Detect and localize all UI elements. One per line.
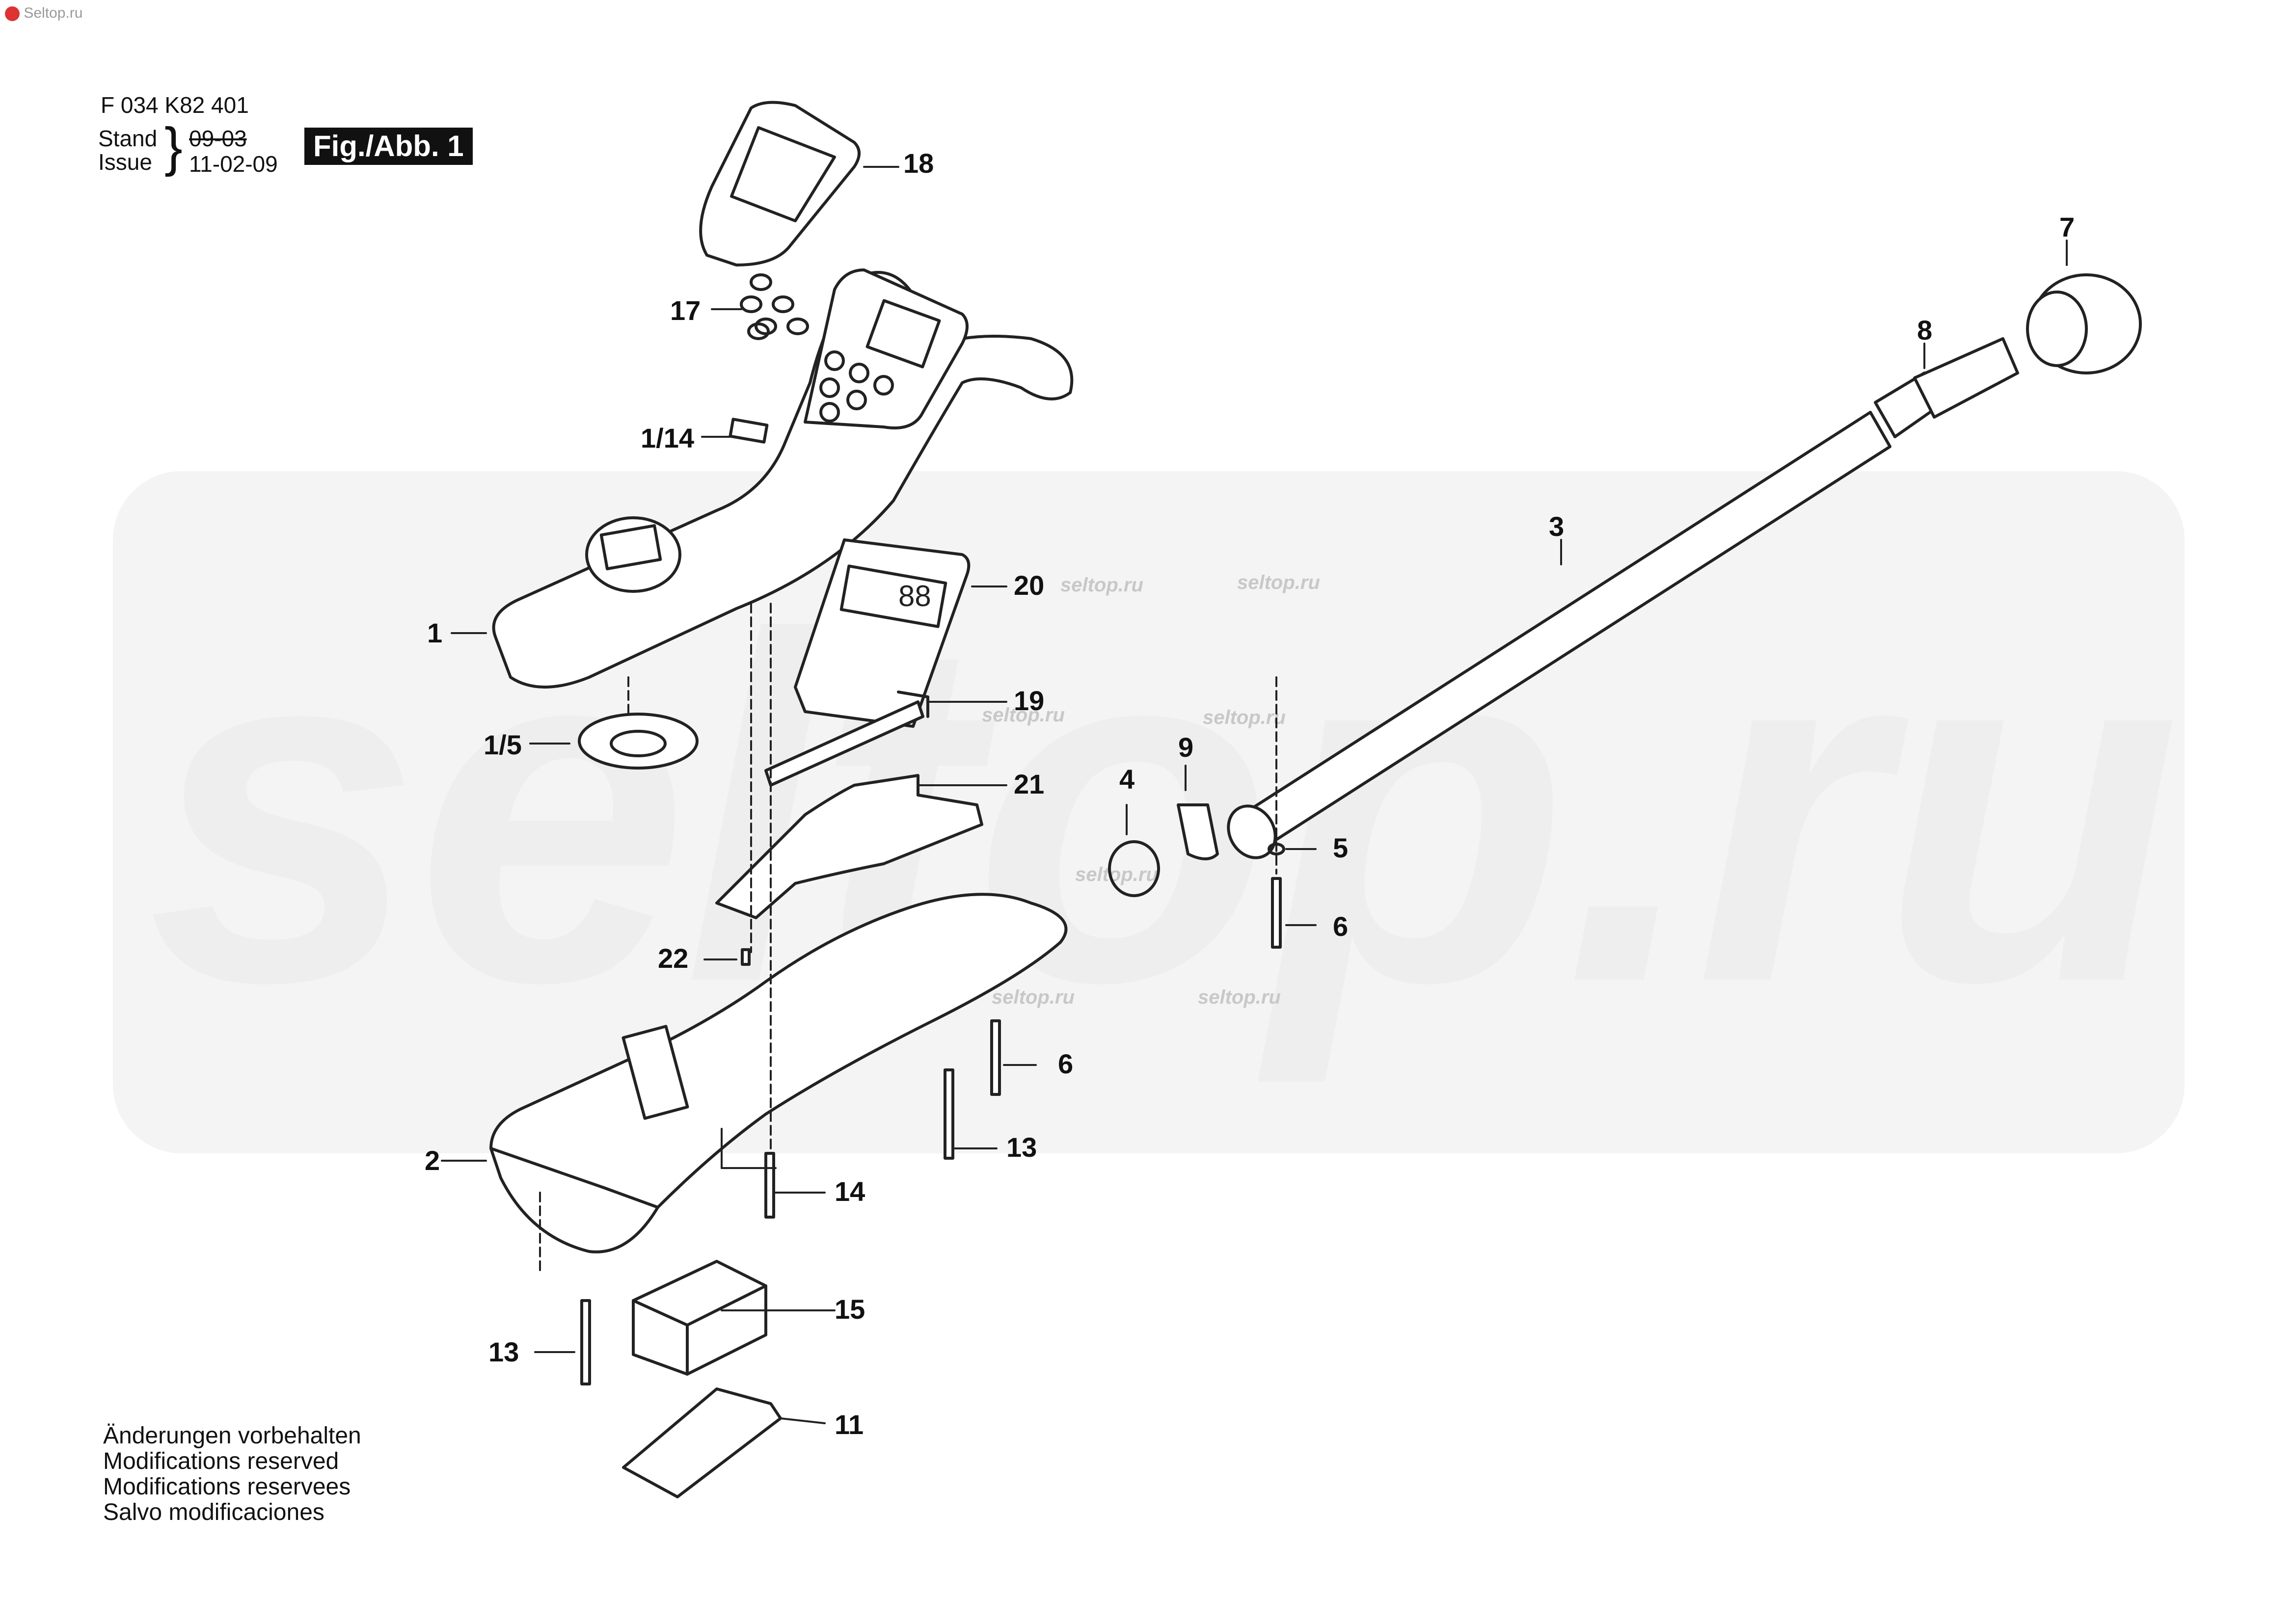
part-label-22: 22: [658, 943, 689, 974]
part-label-1-5: 1/5: [484, 729, 522, 760]
watermark-text: seltop.ru: [147, 535, 2181, 1084]
watermark-small: seltop.ru: [1237, 572, 1320, 593]
housing-lower-part: [489, 893, 1068, 1253]
speaker-part: [578, 713, 699, 770]
old-date: 09-03: [189, 126, 247, 151]
screw-part: [990, 1019, 1001, 1096]
display-window-part: [699, 101, 861, 266]
figure-label: Fig./Abb. 1: [304, 128, 473, 165]
o-ring-part: [1108, 840, 1160, 897]
battery-contact-bracket: [621, 1025, 689, 1120]
part-label-7: 7: [2059, 212, 2075, 242]
note-de: Änderungen vorbehalten: [103, 1423, 361, 1449]
modification-notes: Änderungen vorbehalten Modifications res…: [103, 1423, 361, 1525]
note-fr: Modifications reservees: [103, 1474, 351, 1500]
watermark-small: seltop.ru: [1075, 864, 1158, 885]
watermark-panel: [113, 471, 2185, 1153]
housing-upper-display: [804, 268, 969, 429]
part-label-21: 21: [1014, 769, 1045, 799]
part-label-8: 8: [1917, 315, 1933, 346]
watermark-small: seltop.ru: [992, 986, 1075, 1008]
display-window-inner: [730, 126, 836, 222]
screw-part: [764, 1152, 775, 1219]
part-label-18: 18: [903, 148, 934, 179]
corner-logo-text: Seltop.ru: [24, 5, 83, 21]
housing-upper-part: [492, 271, 1074, 689]
label-plate-part: [729, 418, 769, 444]
corner-logo-icon: [5, 6, 20, 22]
watermark-small: seltop.ru: [1203, 707, 1286, 728]
part-label-5: 5: [1333, 832, 1349, 863]
issue-label: Issue: [98, 149, 152, 175]
circuit-board-part: [715, 774, 983, 919]
part-label-6: 6: [1058, 1048, 1074, 1079]
display-board-part: [794, 538, 971, 728]
long-screw-part: [580, 1299, 591, 1385]
small-screw-part: [741, 948, 751, 966]
long-screw-part: [944, 1068, 954, 1160]
part-label-14: 14: [835, 1176, 865, 1207]
corner-logo: Seltop.ru: [5, 5, 82, 22]
svg-text:88: 88: [898, 580, 931, 612]
part-label-17: 17: [670, 295, 701, 326]
part-label-1-14: 1/14: [641, 423, 694, 453]
stand-label: Stand: [98, 126, 158, 151]
screw-part: [1271, 877, 1282, 949]
part-label-6: 6: [1333, 911, 1349, 942]
part-label-4: 4: [1119, 764, 1135, 795]
brace: }: [164, 117, 183, 177]
part-label-3: 3: [1549, 511, 1565, 542]
part-label-1: 1: [427, 617, 443, 648]
watermark-small: seltop.ru: [1060, 574, 1143, 596]
new-date: 11-02-09: [189, 151, 278, 177]
tube-part: [1241, 411, 1891, 851]
part-label-2: 2: [425, 1145, 440, 1176]
watermark-small: seltop.ru: [982, 704, 1065, 726]
keypad-buttons-part: [740, 273, 809, 340]
note-es: Salvo modificaciones: [103, 1499, 324, 1525]
housing-upper-buttons: [819, 350, 894, 423]
part-label-13: 13: [488, 1336, 519, 1367]
part-number: F 034 K82 401: [101, 92, 249, 118]
part-label-11: 11: [835, 1409, 864, 1440]
battery-cover-part: [622, 1387, 782, 1498]
clamp-part: [1177, 803, 1219, 860]
part-label-19: 19: [1014, 685, 1045, 716]
part-label-20: 20: [1014, 570, 1045, 601]
part-label-13: 13: [1006, 1132, 1037, 1163]
part-label-15: 15: [835, 1294, 865, 1325]
flex-cable-part: [764, 700, 924, 787]
watermark-small: seltop.ru: [1198, 986, 1281, 1008]
part-label-9: 9: [1178, 732, 1194, 763]
note-en: Modifications reserved: [103, 1448, 339, 1474]
